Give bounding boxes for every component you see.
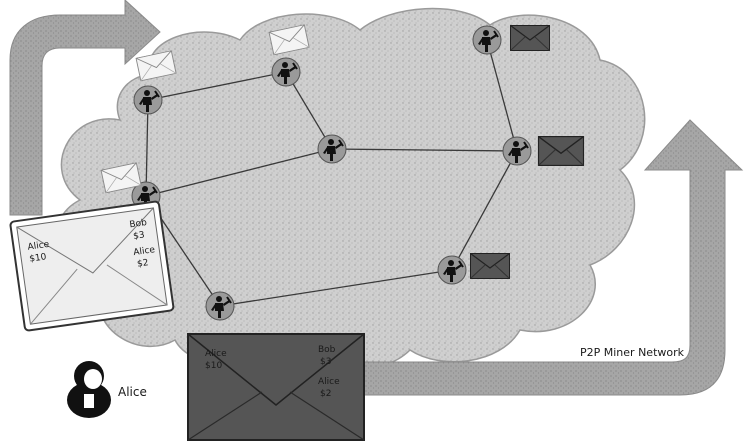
envelope-icon [470, 253, 510, 279]
envelope-icon [537, 136, 585, 166]
network-label: P2P Miner Network [580, 346, 685, 359]
card-entry-name: Alice [27, 240, 50, 253]
card-entry-name: Alice [133, 245, 156, 258]
miner-icon [317, 134, 347, 164]
miner-icon [502, 136, 532, 166]
card-entry-amount: $3 [133, 230, 146, 241]
user-avatar-icon [67, 361, 111, 418]
miner-icon [205, 291, 235, 321]
link [486, 39, 518, 152]
envelope-entry-name: Alice [205, 349, 227, 359]
user-name: Alice [118, 385, 147, 399]
envelope-entry-name: Alice [318, 377, 340, 387]
transaction-envelope: Alice $10 Bob $3 Alice $2 [187, 333, 365, 441]
link [145, 148, 333, 197]
network-links [145, 39, 518, 307]
transaction-card: Alice $10 Bob $3 Alice $2 [9, 200, 175, 332]
card-entry-amount: $10 [29, 252, 48, 264]
miner-icon [472, 25, 502, 55]
envelope-entry-amount: $10 [205, 361, 222, 371]
card-entry-amount: $2 [136, 258, 149, 269]
miner-icon [437, 255, 467, 285]
flow-arrow-left [9, 0, 161, 216]
card-entry-name: Bob [129, 218, 148, 230]
link [219, 269, 453, 307]
miner-icon [271, 57, 301, 87]
envelope-entry-name: Bob [318, 345, 336, 355]
miner-icon [133, 85, 163, 115]
link [451, 150, 518, 271]
link [147, 71, 287, 101]
envelope-entry-amount: $2 [320, 389, 331, 399]
envelope-entry-amount: $3 [320, 357, 331, 367]
link [285, 71, 333, 150]
link [331, 148, 518, 152]
envelope-icon [510, 25, 550, 51]
flow-arrow-right [359, 119, 744, 396]
link [145, 99, 149, 197]
